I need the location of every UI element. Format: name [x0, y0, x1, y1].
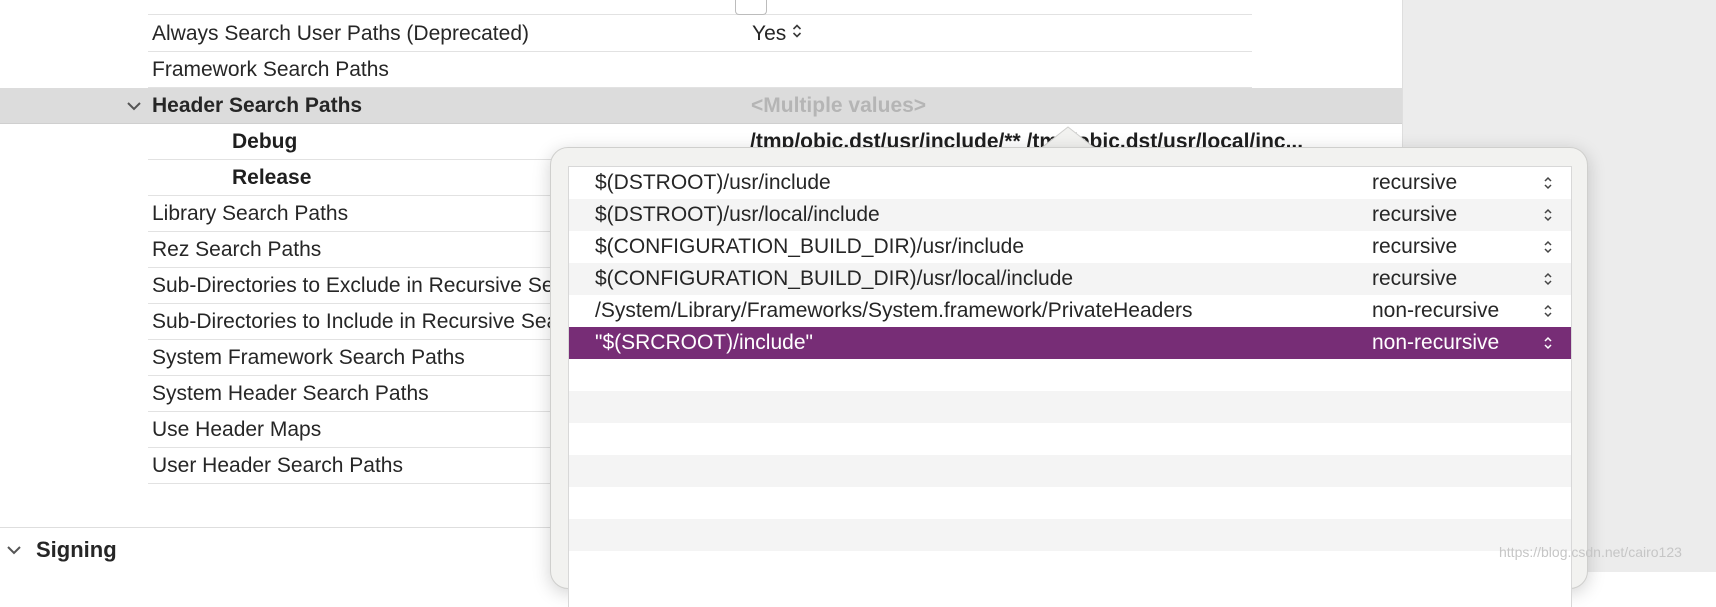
setting-row-header-search-paths[interactable]: Header Search Paths <Multiple values>	[0, 88, 1402, 124]
list-item-selected[interactable]: "$(SRCROOT)/include" non-recursive	[569, 327, 1571, 359]
setting-label: System Framework Search Paths	[152, 346, 465, 369]
setting-label: Sub-Directories to Include in Recursive …	[152, 310, 610, 333]
setting-value: Yes	[752, 22, 787, 45]
up-down-stepper-icon[interactable]	[1541, 295, 1555, 327]
setting-label: Debug	[232, 130, 298, 153]
recursion-popup[interactable]: recursive	[1372, 203, 1458, 226]
setting-row-always-search-user-paths[interactable]: Always Search User Paths (Deprecated) Ye…	[148, 16, 1252, 52]
list-item[interactable]: $(CONFIGURATION_BUILD_DIR)/usr/include r…	[569, 231, 1571, 263]
setting-label: Framework Search Paths	[152, 58, 389, 81]
empty-row	[569, 455, 1571, 487]
empty-row	[569, 391, 1571, 423]
path-field[interactable]: $(DSTROOT)/usr/local/include	[595, 203, 880, 226]
path-field[interactable]: $(CONFIGURATION_BUILD_DIR)/usr/local/inc…	[595, 267, 1074, 290]
up-down-stepper-icon[interactable]	[1541, 199, 1555, 231]
empty-row	[569, 359, 1571, 391]
header-search-paths-popover: $(DSTROOT)/usr/include recursive $(DSTRO…	[550, 147, 1588, 607]
setting-label: Library Search Paths	[152, 202, 349, 225]
path-field[interactable]: $(DSTROOT)/usr/include	[595, 171, 831, 194]
search-paths-list[interactable]: $(DSTROOT)/usr/include recursive $(DSTRO…	[568, 166, 1572, 607]
clipped-popup-control[interactable]	[735, 0, 767, 15]
setting-label: Header Search Paths	[152, 94, 363, 117]
recursion-popup[interactable]: recursive	[1372, 171, 1458, 194]
recursion-popup[interactable]: non-recursive	[1372, 331, 1500, 354]
list-item[interactable]: $(CONFIGURATION_BUILD_DIR)/usr/local/inc…	[569, 263, 1571, 295]
setting-label: Release	[232, 166, 312, 189]
empty-row	[569, 519, 1571, 551]
empty-row	[569, 487, 1571, 519]
empty-row	[569, 551, 1571, 583]
path-field[interactable]: /System/Library/Frameworks/System.framew…	[595, 299, 1193, 322]
path-field[interactable]: "$(SRCROOT)/include"	[595, 331, 813, 354]
up-down-stepper-icon[interactable]	[1541, 263, 1555, 295]
recursion-popup[interactable]: recursive	[1372, 267, 1458, 290]
setting-label: Always Search User Paths (Deprecated)	[152, 22, 529, 45]
section-title-signing[interactable]: Signing	[36, 537, 117, 562]
empty-row	[569, 423, 1571, 455]
setting-label: User Header Search Paths	[152, 454, 403, 477]
clipped-setting-row	[148, 0, 1252, 15]
up-down-stepper-icon	[792, 16, 802, 52]
list-item[interactable]: $(DSTROOT)/usr/include recursive	[569, 167, 1571, 199]
chevron-down-icon[interactable]	[124, 88, 144, 124]
list-item[interactable]: $(DSTROOT)/usr/local/include recursive	[569, 199, 1571, 231]
watermark: https://blog.csdn.net/cairo123	[1499, 544, 1682, 560]
recursion-popup[interactable]: recursive	[1372, 235, 1458, 258]
path-field[interactable]: $(CONFIGURATION_BUILD_DIR)/usr/include	[595, 235, 1025, 258]
setting-value-popup[interactable]: Yes	[752, 16, 802, 52]
setting-label: Rez Search Paths	[152, 238, 322, 261]
setting-label: Use Header Maps	[152, 418, 322, 441]
up-down-stepper-icon[interactable]	[1541, 167, 1555, 199]
setting-value[interactable]: <Multiple values>	[751, 94, 927, 117]
setting-label: Sub-Directories to Exclude in Recursive …	[152, 274, 617, 297]
up-down-stepper-icon[interactable]	[1541, 231, 1555, 263]
recursion-popup[interactable]: non-recursive	[1372, 299, 1500, 322]
list-item[interactable]: /System/Library/Frameworks/System.framew…	[569, 295, 1571, 327]
setting-row-framework-search-paths[interactable]: Framework Search Paths	[148, 52, 1252, 88]
chevron-down-icon[interactable]	[4, 537, 24, 563]
setting-label: System Header Search Paths	[152, 382, 429, 405]
up-down-stepper-icon[interactable]	[1541, 327, 1555, 359]
